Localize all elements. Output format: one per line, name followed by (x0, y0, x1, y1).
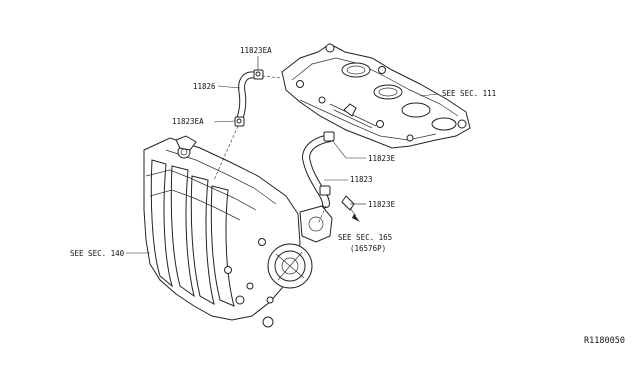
hose-clamp-right-upper (323, 131, 335, 142)
connection-dash-upper (261, 75, 283, 79)
label-clamp-right-upper: 11823E (368, 154, 396, 163)
pcv-hose-11823 (301, 134, 334, 208)
label-see-sec-140: SEE SEC. 140 (70, 249, 125, 258)
connection-dash-right (317, 205, 327, 225)
valve-cover (281, 43, 471, 149)
label-see-sec-165-sub: (16576P) (350, 244, 386, 253)
label-hose-upper: 11826 (193, 82, 216, 91)
hose-clamp-right-lower (319, 185, 331, 196)
pcv-valve-fitting (341, 195, 360, 222)
pcv-hose-11826 (236, 71, 262, 122)
leader-sec-111 (419, 93, 439, 97)
label-clamp-lower: 11823EA (172, 117, 204, 126)
leader-clamp-right-upper (331, 139, 366, 159)
hose-clamp-lower (234, 116, 245, 127)
label-hose-right: 11823 (350, 175, 373, 184)
reference-code: R1180050 (584, 336, 625, 346)
hose-clamp-upper (253, 69, 264, 80)
intake-manifold (143, 135, 333, 328)
label-see-sec-165: SEE SEC. 165 (338, 233, 392, 242)
leader-hose-upper (217, 85, 241, 89)
label-clamp-right-lower: 11823E (368, 200, 396, 209)
label-clamp-upper: 11823EA (240, 46, 272, 55)
leader-clamp-lower (213, 120, 236, 123)
label-see-sec-111: SEE SEC. 111 (442, 89, 496, 98)
